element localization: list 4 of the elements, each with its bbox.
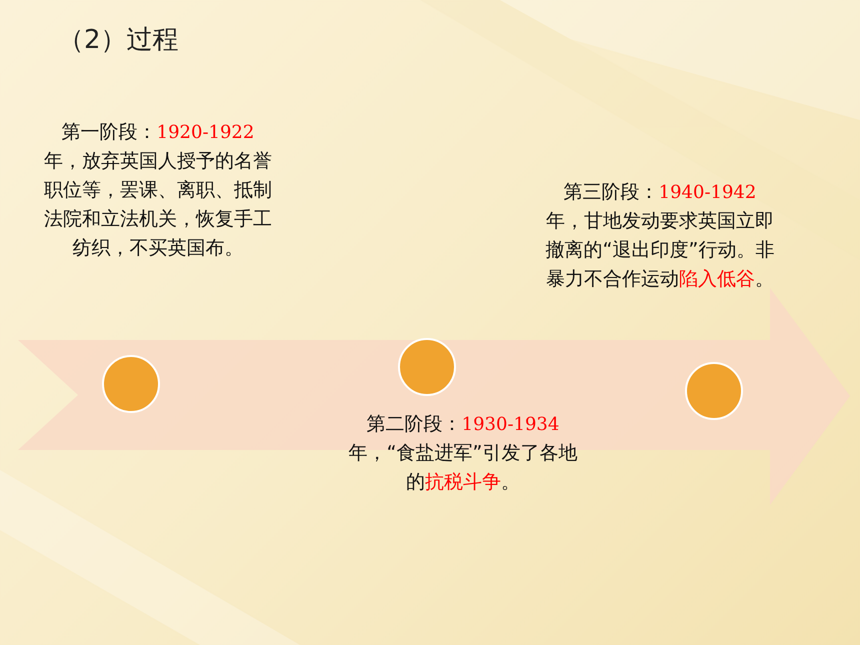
stage-description: 第三阶段：1940-1942年，甘地发动要求英国立即撤离的“退出印度”行动。非暴力不合作运动陷入低谷。 [545,180,775,292]
stage-description: 第一阶段：1920-1922年，放弃英国人授予的名誉职位等，罢课、离职、抵制法院和立法机关，恢复手工纺织，不买英国布。 [43,120,273,261]
stage-description: 第二阶段：1930-1934年，“食盐进军”引发了各地的抗税斗争。 [348,412,578,495]
title: （2）过程 [58,24,179,57]
